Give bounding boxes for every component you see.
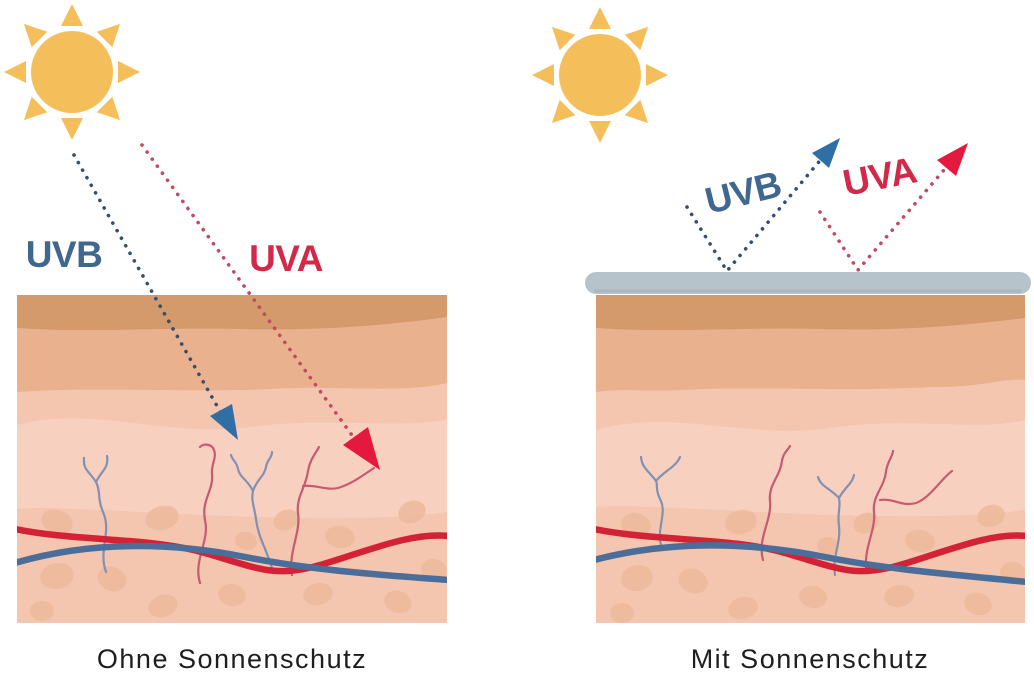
capillary: [864, 449, 954, 575]
uvb-dotted-ray-reflected: [685, 155, 825, 275]
uva-arrow-left: [140, 143, 380, 470]
sun-ray: [646, 64, 668, 86]
uva-label-left: UVA: [249, 238, 323, 279]
sun-ray: [589, 121, 611, 143]
uvb-label-right: UVB: [701, 163, 785, 221]
sun-ray: [96, 23, 121, 48]
capillary: [290, 445, 376, 577]
capillary: [82, 454, 109, 574]
fat-cell: [325, 525, 355, 549]
uvb-arrowhead: [812, 138, 840, 168]
fat-cell: [964, 592, 992, 616]
uva-arrow-right: [818, 143, 968, 273]
sun-ray: [551, 99, 576, 124]
sun-ray: [118, 61, 140, 83]
sun-ray: [624, 99, 649, 124]
caption-right: Mit Sonnenschutz: [691, 644, 930, 674]
sun-core: [31, 31, 113, 113]
fat-cell: [610, 603, 634, 623]
sun-ray: [589, 7, 611, 29]
capillary: [229, 450, 274, 570]
uvb-dotted-ray: [72, 153, 223, 415]
uvb-arrow-left: [72, 153, 238, 440]
sun-ray: [624, 26, 649, 51]
sun-ray: [551, 26, 576, 51]
sun-ray: [532, 64, 554, 86]
fat-cell: [905, 529, 935, 553]
blue-capillaries-right: [639, 455, 856, 577]
uvb-arrowhead: [210, 404, 238, 440]
capillary: [197, 443, 216, 585]
fat-cell: [273, 509, 299, 531]
uva-dotted-ray-reflected: [818, 161, 952, 273]
sun-ray: [23, 23, 48, 48]
fat-cell: [303, 582, 333, 606]
uvb-arrow-right: [685, 138, 840, 275]
fat-cell: [40, 562, 74, 590]
uva-dotted-ray: [140, 143, 356, 440]
red-blood-vessel-right: [596, 526, 1025, 575]
fat-cell: [799, 585, 827, 609]
red-capillaries-left: [197, 443, 376, 585]
skin-section-right: [596, 295, 1025, 623]
fat-cell: [235, 531, 257, 551]
fat-cell: [41, 509, 73, 535]
uva-arrowhead: [343, 427, 380, 470]
skin-epidermis-layer: [596, 295, 1025, 331]
blue-blood-vessel-left: [17, 542, 447, 584]
sun-ray: [4, 61, 26, 83]
capillary: [639, 455, 682, 550]
uva-arrowhead: [937, 143, 968, 176]
red-capillaries-right: [760, 444, 954, 575]
uva-label-right: UVA: [840, 149, 920, 203]
fat-cell: [725, 509, 757, 535]
sun-core: [559, 34, 641, 116]
skin-section-left: [17, 295, 447, 623]
sun-ray: [96, 96, 121, 121]
fat-cell: [621, 564, 653, 592]
sun-ray: [61, 4, 83, 26]
sun-ray: [61, 118, 83, 140]
fat-cell: [728, 596, 758, 620]
fat-cell: [218, 583, 246, 607]
fat-cell: [977, 504, 1005, 528]
fat-cell: [884, 584, 914, 608]
fat-cells-left: [30, 500, 447, 621]
uvb-label-left: UVB: [26, 234, 103, 275]
sunscreen-bar: [585, 272, 1031, 294]
fat-cell: [97, 566, 127, 592]
blue-capillaries-left: [82, 450, 274, 574]
skin-light-band: [17, 418, 447, 519]
capillary: [760, 444, 792, 562]
fat-cell: [30, 601, 54, 621]
fat-cell: [384, 590, 412, 614]
sun-icon-left: [4, 4, 140, 140]
fat-cell: [817, 536, 839, 556]
red-blood-vessel-left: [17, 526, 447, 575]
fat-cell: [398, 500, 426, 524]
sun-ray: [23, 96, 48, 121]
caption-left: Ohne Sonnenschutz: [97, 644, 367, 674]
fat-cell: [678, 568, 708, 594]
sun-icon-right: [532, 7, 668, 143]
skin-light-band: [596, 420, 1025, 517]
fat-cell: [145, 505, 179, 531]
fat-cell: [148, 594, 178, 618]
skin-epidermis-layer: [17, 295, 447, 331]
blue-blood-vessel-right: [596, 542, 1025, 586]
